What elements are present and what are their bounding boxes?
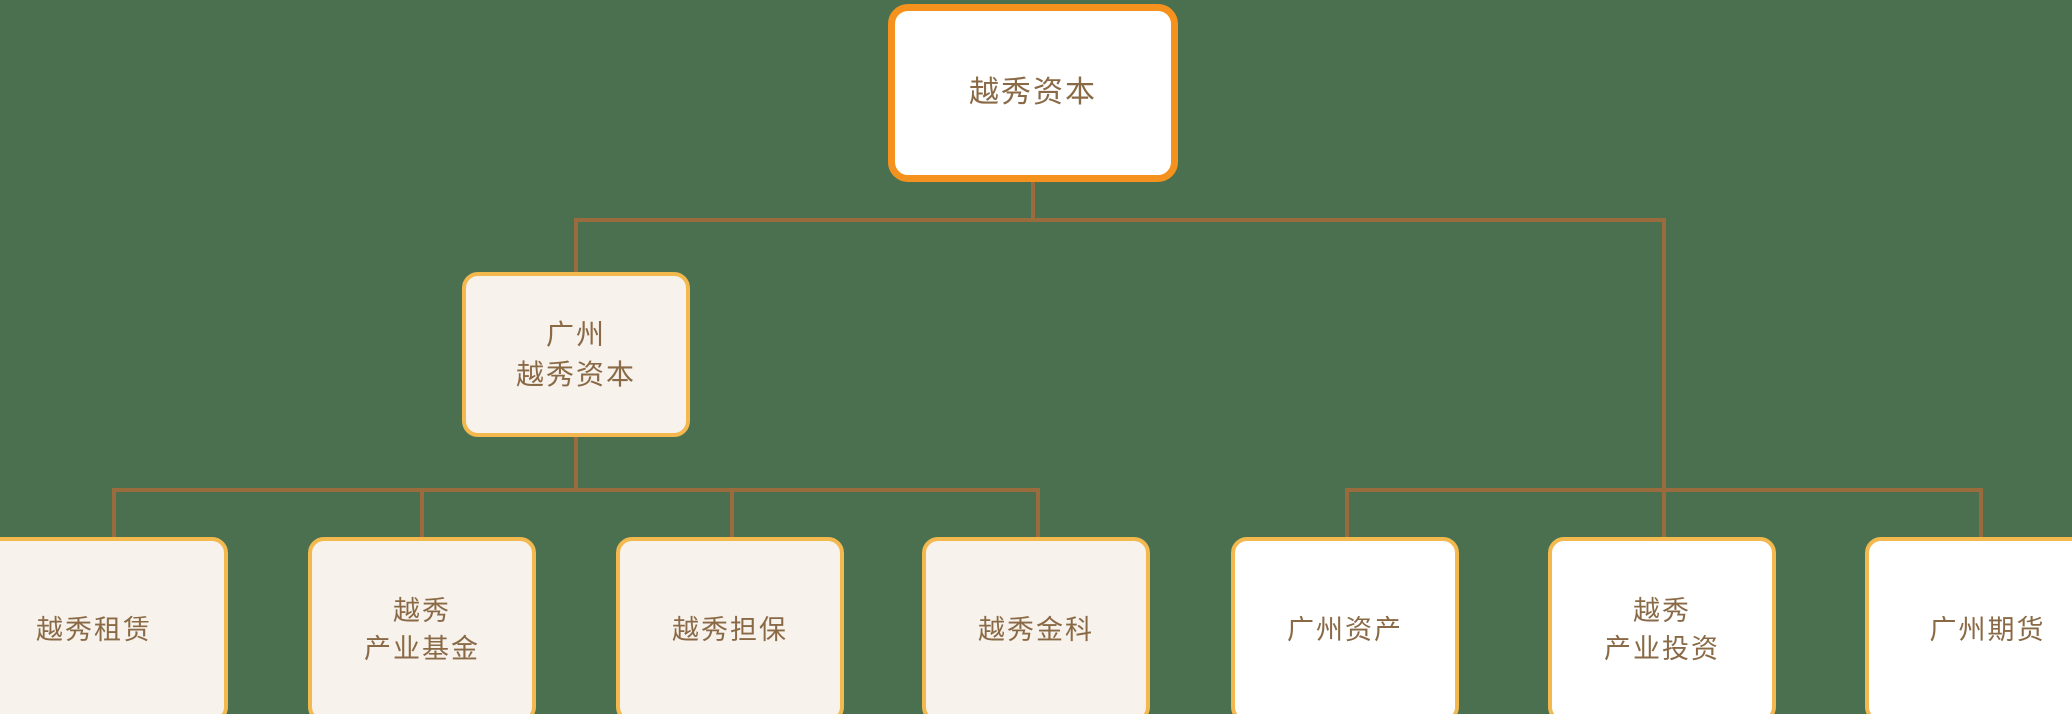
node-label: 越秀金科	[978, 614, 1094, 645]
connector-right-drop-1	[1345, 488, 1349, 538]
connector-bus-to-mid	[574, 218, 578, 274]
connector-left-drop-1	[112, 488, 116, 538]
connector-bus-to-right-group	[1662, 218, 1666, 492]
node-label: 广州 越秀资本	[515, 318, 636, 390]
connector-left-drop-4	[1036, 488, 1040, 538]
node-label: 广州资产	[1287, 614, 1403, 645]
node-label: 广州期货	[1929, 614, 2046, 645]
node-label: 越秀 产业投资	[1604, 595, 1720, 664]
node-guangzhou-zichan[interactable]: 广州资产	[1231, 537, 1459, 714]
node-yuexiu-zulin[interactable]: 越秀租赁	[0, 537, 228, 714]
node-label: 越秀资本	[969, 75, 1097, 109]
node-yuexiu-chanyetouzi[interactable]: 越秀 产业投资	[1548, 537, 1776, 714]
node-yuexiu-jinke[interactable]: 越秀金科	[922, 537, 1150, 714]
node-guangzhou-qihuo[interactable]: 广州期货	[1865, 537, 2072, 714]
node-label: 越秀 产业基金	[364, 595, 480, 664]
connector-main-bus	[574, 218, 1666, 222]
node-yuexiu-chanyejijin[interactable]: 越秀 产业基金	[308, 537, 536, 714]
node-yuexiu-danbao[interactable]: 越秀担保	[616, 537, 844, 714]
connector-left-drop-3	[730, 488, 734, 538]
connector-left-group-bus	[112, 488, 1040, 492]
connector-root-drop	[1031, 182, 1035, 220]
connector-right-drop-2	[1662, 488, 1666, 538]
connector-left-drop-2	[420, 488, 424, 538]
node-label: 越秀担保	[672, 614, 788, 645]
node-label: 越秀租赁	[36, 614, 152, 645]
node-yuexiu-capital-root[interactable]: 越秀资本	[888, 4, 1178, 182]
connector-right-drop-3	[1979, 488, 1983, 538]
node-guangzhou-yuexiu-capital[interactable]: 广州 越秀资本	[462, 272, 690, 437]
connector-mid-drop	[574, 437, 578, 492]
